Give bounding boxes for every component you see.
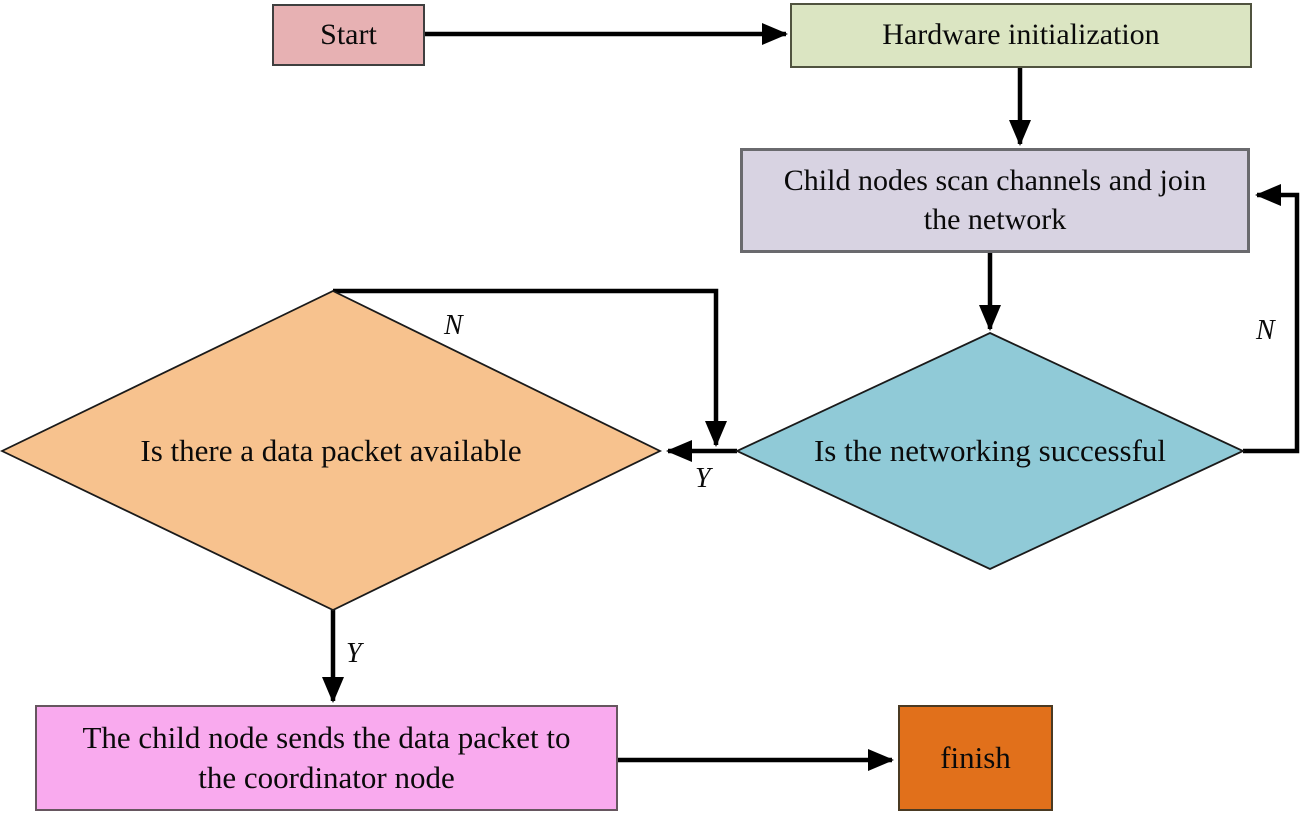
- node-finish: finish: [898, 705, 1053, 811]
- node-scan-and-join: Child nodes scan channels and join the n…: [740, 148, 1250, 253]
- node-send-label: The child node sends the data packet to …: [82, 720, 571, 795]
- node-start-label: Start: [320, 17, 377, 51]
- decision-networking-shape: [734, 332, 1246, 570]
- edge-packet-no-loop: [333, 288, 727, 447]
- node-finish-label: finish: [940, 740, 1011, 776]
- decision-packet-shape: [0, 289, 663, 611]
- decision-networking-label: Is the networking successful: [813, 433, 1167, 468]
- decision-packet-label: Is there a data packet available: [140, 433, 522, 468]
- edge-label-networking-yes: Y: [695, 463, 711, 494]
- edge-networking-no-loop: [1243, 184, 1300, 454]
- node-scan-label: Child nodes scan channels and join the n…: [783, 164, 1207, 236]
- node-send-data-packet: The child node sends the data packet to …: [35, 705, 618, 811]
- node-hardware-initialization: Hardware initialization: [790, 3, 1252, 68]
- edge-label-packet-yes: Y: [346, 638, 362, 669]
- node-hardware-label: Hardware initialization: [882, 18, 1160, 52]
- edge-label-networking-no: N: [1256, 315, 1275, 346]
- node-start: Start: [272, 4, 425, 66]
- edge-label-packet-no: N: [444, 310, 463, 341]
